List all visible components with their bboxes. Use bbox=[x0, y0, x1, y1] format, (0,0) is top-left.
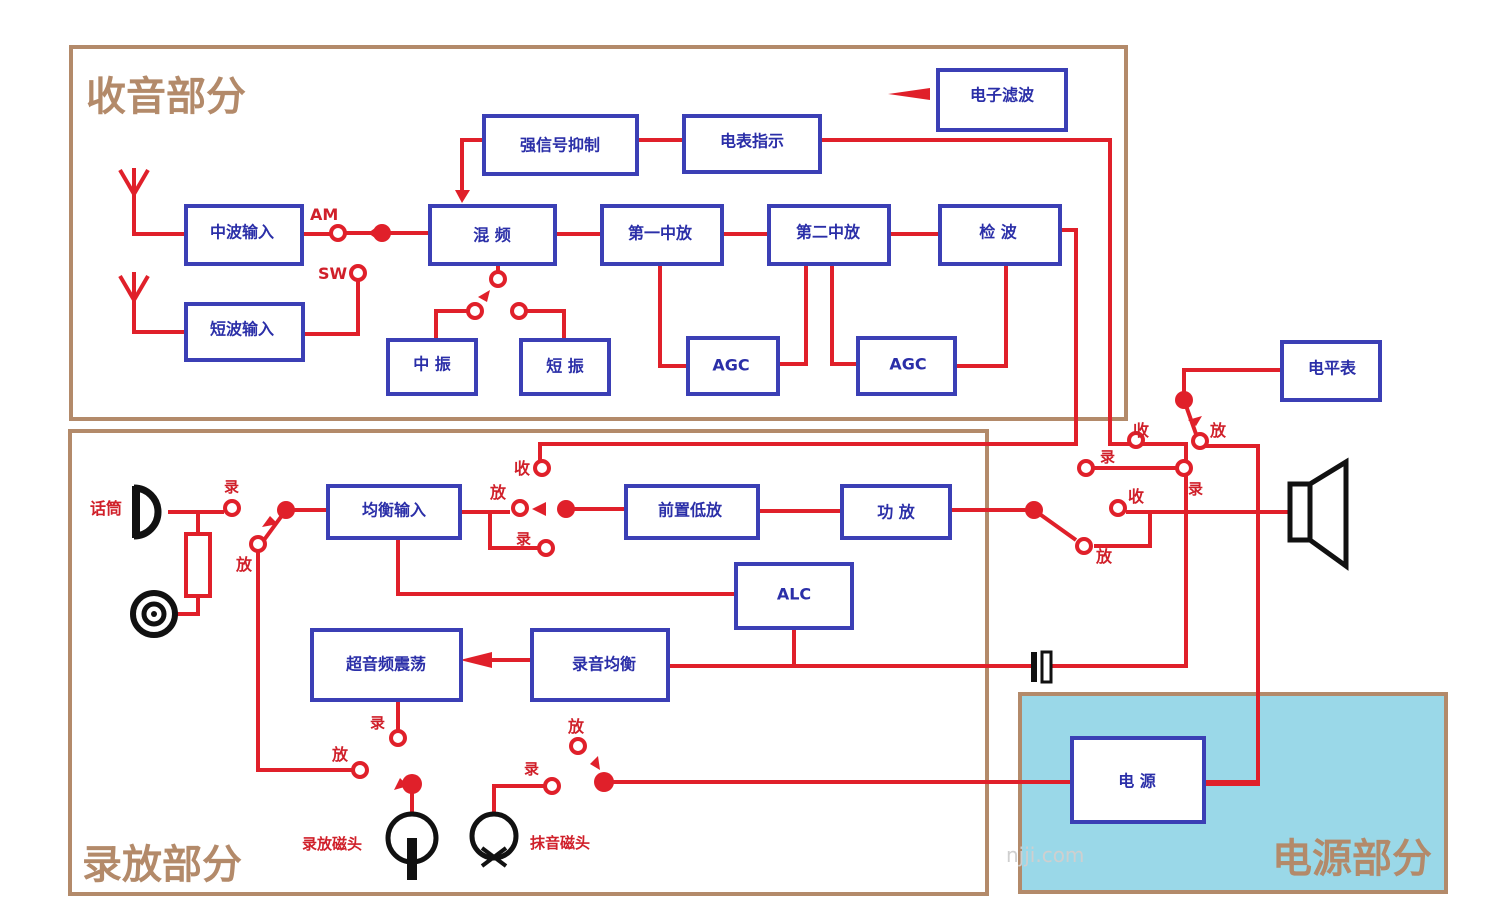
block-if2: 第二中放 bbox=[767, 204, 891, 266]
power-section-title: 电源部分 bbox=[1272, 836, 1432, 882]
label-mic: 话筒 bbox=[90, 499, 122, 518]
label-receive-3: 收 bbox=[1128, 487, 1144, 506]
speaker-icon bbox=[1287, 457, 1349, 571]
tape-section-title: 录放部分 bbox=[82, 842, 242, 888]
block-electronic-filter: 电子滤波 bbox=[936, 68, 1068, 132]
label-rec-play-head: 录放磁头 bbox=[302, 835, 362, 853]
svg-text:录音均衡: 录音均衡 bbox=[572, 655, 636, 674]
svg-text:前置低放: 前置低放 bbox=[658, 501, 723, 520]
svg-text:强信号抑制: 强信号抑制 bbox=[520, 136, 600, 155]
block-meter-indicator: 电表指示 bbox=[682, 114, 822, 174]
block-mixer: 混 频 bbox=[428, 204, 557, 266]
block-agc-1: AGC bbox=[686, 336, 780, 396]
block-preamp: 前置低放 bbox=[624, 484, 760, 540]
label-erase-head: 抹音磁头 bbox=[530, 834, 590, 852]
label-record-3: 录 bbox=[224, 478, 239, 496]
erase-head-icon bbox=[469, 811, 519, 868]
block-sw-osc: 短 振 bbox=[519, 338, 611, 396]
radio-section bbox=[69, 45, 1128, 421]
label-sw: SW bbox=[318, 264, 348, 283]
block-mw-osc: 中 振 bbox=[386, 338, 478, 396]
svg-text:功 放: 功 放 bbox=[877, 503, 916, 522]
label-record-2: 录 bbox=[1188, 480, 1203, 498]
label-am: AM bbox=[310, 205, 338, 224]
svg-text:电平表: 电平表 bbox=[1308, 359, 1357, 378]
svg-text:检 波: 检 波 bbox=[979, 223, 1018, 242]
svg-text:电子滤波: 电子滤波 bbox=[970, 86, 1035, 105]
block-alc: ALC bbox=[734, 562, 854, 630]
label-receive-2: 收 bbox=[514, 459, 530, 478]
label-play-6: 放 bbox=[567, 717, 585, 736]
block-power-supply: 电 源 bbox=[1070, 736, 1206, 824]
block-level-meter: 电平表 bbox=[1280, 340, 1382, 402]
label-play-2: 放 bbox=[489, 483, 507, 502]
label-record-4: 录 bbox=[516, 530, 531, 548]
svg-text:第二中放: 第二中放 bbox=[796, 223, 861, 242]
microphone-icon bbox=[132, 484, 162, 540]
junction-nodes bbox=[277, 224, 1193, 794]
switch-terminals bbox=[223, 224, 1209, 795]
switch-labels: AM SW 话筒 录放磁头 抹音磁头 收 放 录 录 收 录 放 录 放 收 放… bbox=[90, 205, 1227, 853]
label-record-6: 录 bbox=[524, 760, 539, 778]
svg-text:电表指示: 电表指示 bbox=[720, 132, 784, 151]
block-eq-input: 均衡输入 bbox=[326, 484, 462, 540]
block-ultrasonic-osc: 超音频震荡 bbox=[310, 628, 463, 702]
label-record-1: 录 bbox=[1100, 448, 1115, 466]
svg-text:短 振: 短 振 bbox=[546, 357, 584, 376]
block-sw-input: 短波输入 bbox=[184, 302, 305, 362]
svg-text:均衡输入: 均衡输入 bbox=[362, 501, 426, 520]
label-play-3: 放 bbox=[235, 555, 253, 574]
svg-text:超音频震荡: 超音频震荡 bbox=[345, 655, 426, 674]
block-detector: 检 波 bbox=[938, 204, 1062, 266]
block-if1: 第一中放 bbox=[600, 204, 724, 266]
label-play-1: 放 bbox=[1209, 421, 1227, 440]
block-agc-2: AGC bbox=[856, 336, 957, 396]
svg-text:短波输入: 短波输入 bbox=[210, 320, 274, 339]
svg-text:AGC: AGC bbox=[712, 356, 749, 375]
svg-text:电 源: 电 源 bbox=[1118, 772, 1156, 791]
svg-text:AGC: AGC bbox=[889, 355, 926, 374]
label-record-5: 录 bbox=[370, 714, 385, 732]
tape-section bbox=[68, 429, 989, 896]
block-rec-eq: 录音均衡 bbox=[530, 628, 670, 702]
rec-play-head-icon bbox=[385, 811, 439, 880]
capacitor-icon bbox=[1031, 650, 1053, 684]
jack-icon bbox=[130, 590, 178, 638]
block-mw-input: 中波输入 bbox=[184, 204, 304, 266]
block-strong-signal-suppress: 强信号抑制 bbox=[482, 114, 639, 176]
svg-text:中 振: 中 振 bbox=[413, 355, 451, 374]
radio-section-title: 收音部分 bbox=[86, 74, 246, 120]
block-power-amp: 功 放 bbox=[840, 484, 952, 540]
svg-text:中波输入: 中波输入 bbox=[210, 223, 274, 242]
label-receive-1: 收 bbox=[1133, 421, 1149, 440]
svg-text:ALC: ALC bbox=[777, 585, 811, 604]
label-play-5: 放 bbox=[331, 745, 349, 764]
label-play-4: 放 bbox=[1095, 547, 1113, 566]
watermark: njji.com bbox=[1006, 843, 1084, 867]
svg-text:混 频: 混 频 bbox=[473, 226, 511, 245]
svg-text:第一中放: 第一中放 bbox=[628, 224, 693, 243]
